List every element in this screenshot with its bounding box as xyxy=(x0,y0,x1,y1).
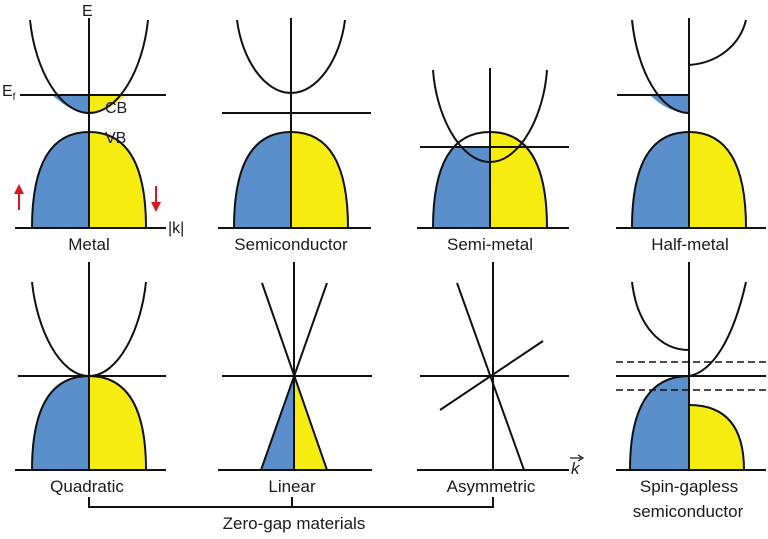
energy-axis-label: E xyxy=(82,3,93,20)
panel-spin-gapless-semiconductor: Spin-gapless semiconductor xyxy=(616,262,766,521)
panel-metal: E Ef CB VB |k| Metal xyxy=(2,3,184,254)
panel-title-asymmetric: Asymmetric xyxy=(447,477,536,496)
panel-title-spin-gapless-line2: semiconductor xyxy=(633,502,744,521)
spin-up-conduction-band-curve xyxy=(688,281,747,377)
spin-up-conduction-band-curve xyxy=(631,19,690,114)
panel-semi-metal: Semi-metal xyxy=(417,68,569,254)
zero-gap-bracket: Zero-gap materials xyxy=(88,497,494,533)
vb-spin-down-fill xyxy=(291,132,348,228)
vb-spin-down-fill xyxy=(89,376,146,470)
cb-spin-up-overlap-fill xyxy=(462,147,490,162)
panel-semiconductor: Semiconductor xyxy=(218,18,371,254)
vb-spin-up-fill xyxy=(32,132,89,228)
vb-label: VB xyxy=(105,130,126,147)
vector-arrow-icon xyxy=(570,454,585,462)
down-arrow-icon xyxy=(151,186,161,212)
up-arrow-icon xyxy=(14,184,24,210)
cb-spin-down-overlap-fill xyxy=(490,147,518,162)
panel-asymmetric: k Asymmetric xyxy=(417,262,585,496)
panel-half-metal: Half-metal xyxy=(616,18,766,254)
panel-title-spin-gapless-line1: Spin-gapless xyxy=(640,477,738,496)
panel-title-metal: Metal xyxy=(68,235,110,254)
panel-title-half-metal: Half-metal xyxy=(651,235,728,254)
fermi-level-label: Ef xyxy=(2,83,16,103)
k-vector-label: k xyxy=(571,459,581,478)
panel-title-quadratic: Quadratic xyxy=(50,477,124,496)
fermi-level-subscript: f xyxy=(13,92,16,103)
vb-spin-up-fill xyxy=(234,132,291,228)
spin-down-conduction-band-curve xyxy=(688,19,747,66)
panel-title-semiconductor: Semiconductor xyxy=(234,235,348,254)
vb-spin-up-empty-top xyxy=(450,132,490,147)
vb-spin-up-fill xyxy=(32,376,89,470)
panel-linear: Linear xyxy=(218,262,372,496)
cb-spin-up-filled-region xyxy=(650,95,689,113)
valence-band-spin-up-curve xyxy=(629,375,690,471)
vb-spin-up-fill xyxy=(632,132,689,228)
cb-spin-up-filled-region xyxy=(52,95,89,113)
panel-quadratic: Quadratic xyxy=(15,262,166,496)
k-axis-label: |k| xyxy=(168,220,184,237)
zero-gap-group-label: Zero-gap materials xyxy=(223,514,366,533)
cb-label: CB xyxy=(105,100,127,117)
valence-band-spin-down-curve xyxy=(688,404,745,471)
panel-title-linear: Linear xyxy=(268,477,316,496)
panel-title-semi-metal: Semi-metal xyxy=(447,235,533,254)
spin-down-conduction-band-curve xyxy=(631,281,690,351)
vb-spin-down-fill xyxy=(689,132,746,228)
vb-spin-down-fill xyxy=(689,405,744,470)
